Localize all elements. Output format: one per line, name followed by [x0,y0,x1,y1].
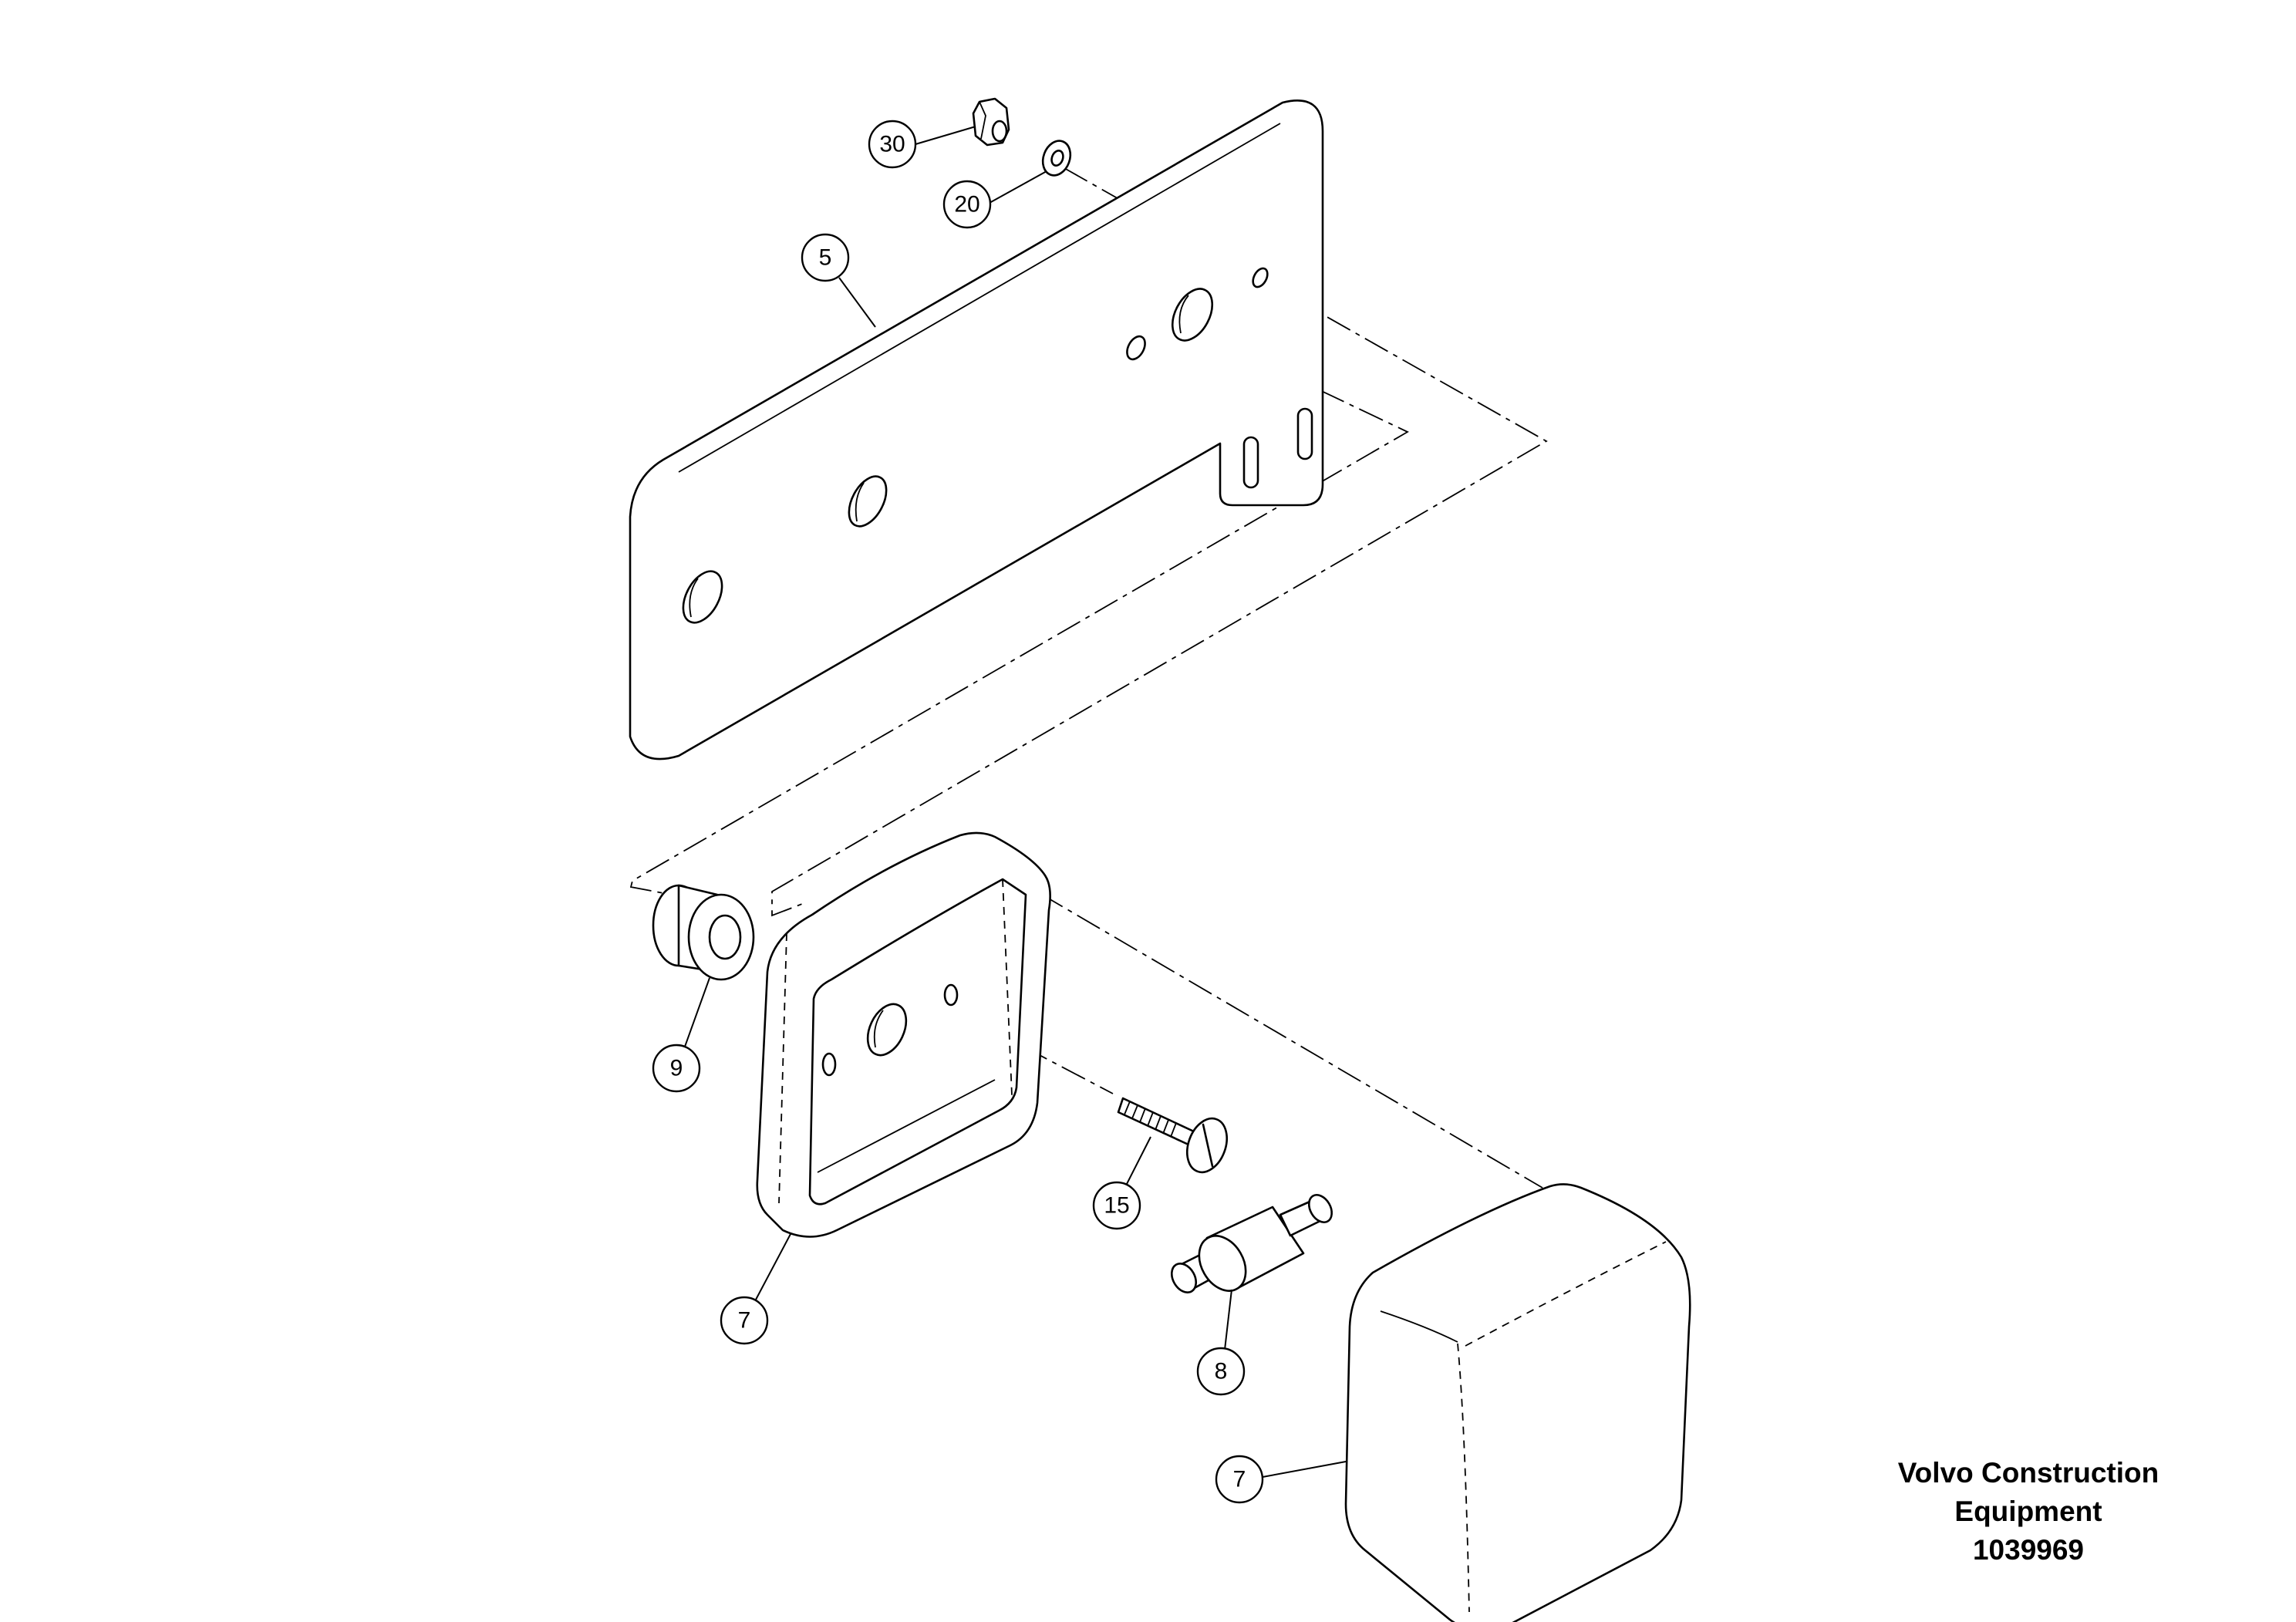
rubber-grommet [652,884,755,981]
caption-company-line2: Equipment [1954,1496,2102,1527]
screw [1117,1097,1228,1174]
hex-nut [972,97,1010,147]
drawing-caption: Volvo Construction Equipment 1039969 [1851,1454,2206,1570]
caption-company-line1: Volvo Construction [1897,1457,2159,1489]
callout-30: 30 [868,120,976,169]
mounting-bracket-plate [629,99,1324,760]
callout-15: 15 [1092,1136,1151,1230]
callout-9: 9 [652,977,710,1093]
spacer-pin [1170,1194,1333,1293]
callout-7-lens: 7 [1215,1455,1347,1504]
flat-washer [1041,140,1072,177]
callout-30-label: 30 [879,132,905,157]
callout-9-label: 9 [670,1056,683,1081]
callout-7-housing: 7 [720,1233,791,1345]
callout-7-lens-label: 7 [1233,1467,1246,1492]
callout-5-label: 5 [819,245,832,271]
callout-20: 20 [942,170,1047,229]
callout-7-housing-label: 7 [738,1308,751,1334]
callout-5: 5 [801,233,876,328]
callout-8: 8 [1196,1289,1246,1396]
callout-20-label: 20 [954,192,979,218]
lamp-housing [756,831,1051,1238]
callout-8-label: 8 [1215,1359,1228,1384]
caption-drawing-number: 1039969 [1972,1534,2085,1566]
callout-15-label: 15 [1104,1193,1129,1219]
lamp-lens [1344,1183,1691,1622]
